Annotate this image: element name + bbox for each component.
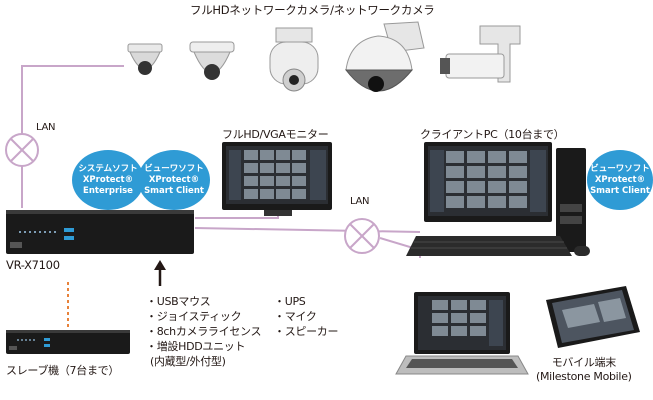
- mobile-label: モバイル端末 (Milestone Mobile): [536, 356, 632, 384]
- option-item: ・USBマウス: [146, 295, 211, 308]
- system-software-line2: XProtect®: [82, 174, 134, 185]
- mobile-label-line1: モバイル端末: [551, 356, 617, 369]
- viewer-software-left-line1: ビューワソフト: [144, 163, 204, 174]
- monitor-device: [222, 142, 332, 216]
- lan-label-left: LAN: [36, 122, 56, 133]
- ptz-camera-icon-2: [344, 21, 425, 92]
- options-list-right: ・UPS ・マイク ・スピーカー: [274, 294, 339, 339]
- mobile-label-line2: (Milestone Mobile): [536, 370, 632, 383]
- lan-hub-icon-left: [5, 133, 39, 167]
- viewer-software-right-line3: Smart Client: [590, 185, 650, 196]
- option-item: ・スピーカー: [274, 325, 339, 338]
- viewer-software-badge-right: ビューワソフト XProtect® Smart Client: [587, 150, 653, 210]
- slave-device: [6, 330, 130, 354]
- option-item: ・UPS: [274, 295, 306, 308]
- viewer-software-right-line2: XProtect®: [594, 174, 646, 185]
- monitor-label: フルHD/VGAモニター: [222, 128, 329, 141]
- lan-hub-icon-center: [344, 218, 380, 254]
- viewer-software-left-line2: XProtect®: [148, 174, 200, 185]
- tablet-device: [546, 286, 640, 348]
- slave-label: スレーブ機（7台まで）: [6, 364, 120, 377]
- viewer-software-right-line1: ビューワソフト: [590, 163, 650, 174]
- client-pc-device: [406, 142, 590, 256]
- option-item: ・マイク: [274, 310, 317, 323]
- system-software-line3: Enterprise: [83, 185, 133, 196]
- lan-line-main: [194, 227, 421, 233]
- ptz-camera-icon-1: [269, 27, 319, 92]
- option-item: ・8chカメラライセンス: [146, 325, 262, 338]
- lan-label-center: LAN: [350, 196, 370, 207]
- option-item: (内蔵型/外付型): [150, 355, 226, 368]
- dome-camera-icon-1: [127, 43, 163, 75]
- option-item: ・増設HDDユニット: [146, 340, 246, 353]
- box-camera-icon: [440, 25, 521, 83]
- options-list-left: ・USBマウス ・ジョイスティック ・8chカメラライセンス ・増設HDDユニッ…: [146, 294, 262, 369]
- option-item: ・ジョイスティック: [146, 310, 242, 323]
- viewer-software-badge-left: ビューワソフト XProtect® Smart Client: [138, 150, 210, 210]
- laptop-device: [395, 292, 529, 375]
- dome-camera-icon-2: [189, 41, 235, 80]
- recorder-label: VR-X7100: [6, 258, 60, 272]
- client-pc-label: クライアントPC（10台まで）: [420, 128, 565, 141]
- system-software-line1: システムソフト: [78, 163, 138, 174]
- system-software-badge: システムソフト XProtect® Enterprise: [72, 150, 144, 210]
- up-arrow-icon: [154, 260, 166, 286]
- viewer-software-left-line3: Smart Client: [144, 185, 204, 196]
- diagram-title: フルHDネットワークカメラ/ネットワークカメラ: [190, 3, 435, 17]
- recorder-device: [6, 210, 194, 254]
